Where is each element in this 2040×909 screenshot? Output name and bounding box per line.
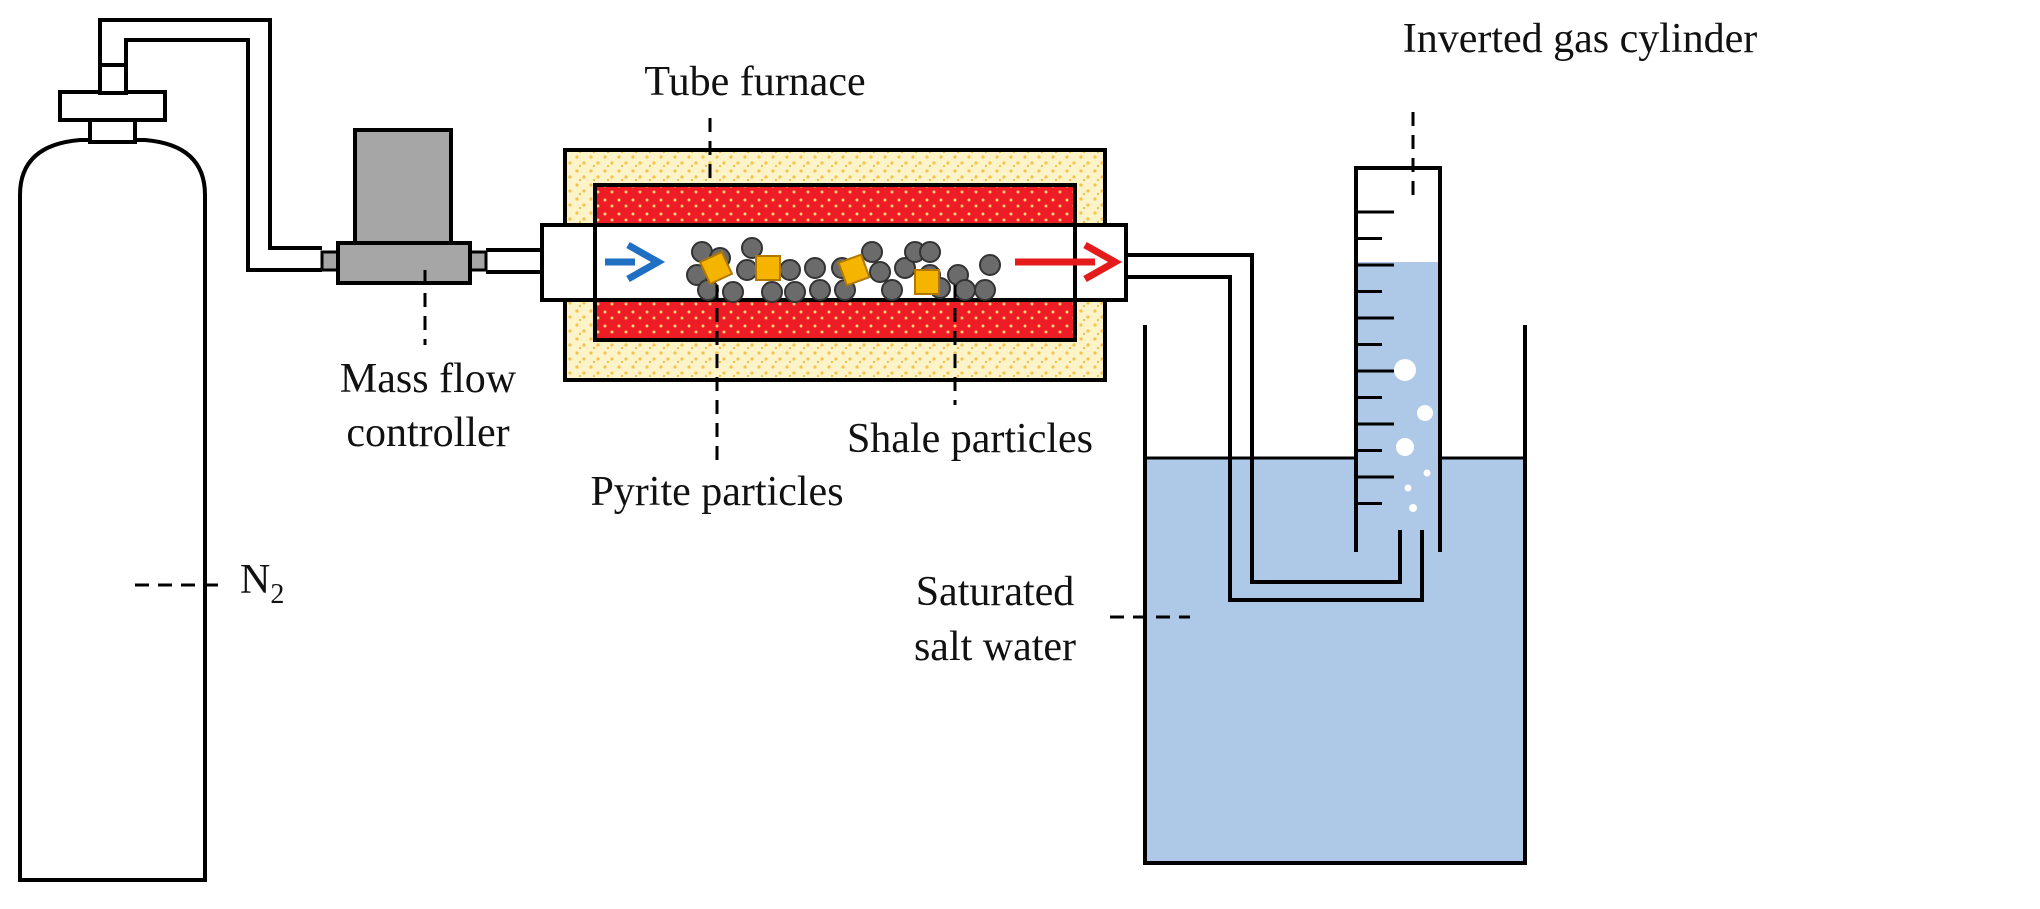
water-beaker: [1143, 325, 1527, 865]
shale-particle: [954, 279, 976, 301]
water-label-line2: salt water: [914, 624, 1076, 670]
n2-label: N2: [240, 557, 284, 610]
shale-particle: [761, 281, 783, 303]
furnace-label: Tube furnace: [644, 59, 865, 105]
inlet-flow-arrow: [605, 241, 666, 283]
pyrite-particle: [755, 255, 781, 281]
outlet-flow-arrow: [1015, 241, 1123, 283]
shale-particle: [881, 279, 903, 301]
shale-particle: [809, 279, 831, 301]
outlet-gas-pipe: [1126, 253, 1424, 602]
shale-particle: [697, 279, 719, 301]
shale-particle: [919, 241, 941, 263]
water-label-line1: Saturated: [916, 569, 1075, 615]
shale-particle: [869, 261, 891, 283]
shale-particle: [861, 241, 883, 263]
pyrite-label: Pyrite particles: [590, 469, 843, 515]
inlet-gas-pipe: [98, 18, 322, 272]
inverted-gas-cylinder: [1354, 166, 1442, 552]
shale-particle: [722, 281, 744, 303]
pyrite-particle: [698, 250, 734, 286]
pyrite-particles: [698, 250, 940, 295]
n2-gas-cylinder: [18, 63, 207, 882]
mfc-label-line2: controller: [346, 410, 509, 456]
pyrite-particle: [837, 253, 871, 287]
mfc-label-line1: Mass flow: [340, 356, 517, 402]
cylinder-label: Inverted gas cylinder: [1403, 16, 1758, 62]
shale-particle: [894, 257, 916, 279]
shale-particle: [779, 259, 801, 281]
shale-particle: [804, 257, 826, 279]
mfc-to-furnace-pipe: [486, 248, 542, 274]
shale-particle: [974, 279, 996, 301]
shale-particle: [784, 281, 806, 303]
pyrite-particle: [914, 269, 940, 295]
shale-particle: [979, 254, 1001, 276]
mass-flow-controller: [320, 128, 488, 285]
shale-particle: [736, 259, 758, 281]
shale-particle: [741, 237, 763, 259]
leader-lines: [135, 112, 1415, 619]
shale-label: Shale particles: [847, 416, 1093, 462]
